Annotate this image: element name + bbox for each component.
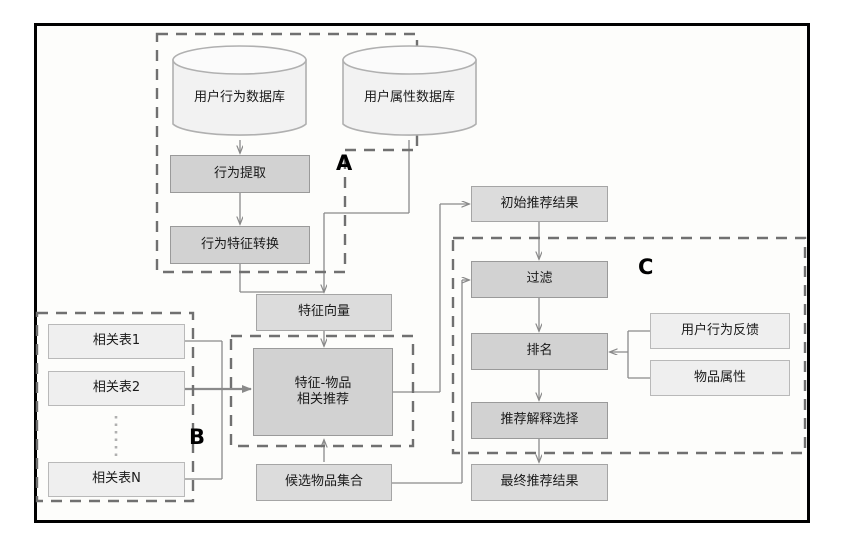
node-label: 相关表2	[92, 380, 141, 396]
node-label: 相关表N	[92, 471, 141, 487]
database-label: 用户属性数据库	[363, 90, 455, 105]
group-label-b: B	[189, 425, 206, 449]
group-label-a: A	[336, 151, 353, 175]
node-item-attribute[interactable]: 物品属性	[650, 360, 790, 396]
database-icon-user-behavior: 用户行为数据库	[171, 44, 308, 140]
node-filter[interactable]: 过滤	[471, 261, 608, 298]
node-feature-vector[interactable]: 特征向量	[256, 294, 392, 331]
node-label: 行为提取	[213, 165, 266, 181]
node-label: 推荐解释选择	[500, 412, 579, 428]
node-label: 行为特征转换	[200, 236, 279, 252]
node-related-table-1[interactable]: 相关表1	[48, 324, 185, 359]
node-label: 排名	[526, 343, 553, 359]
node-user-behavior-feedback[interactable]: 用户行为反馈	[650, 313, 790, 349]
node-ranking[interactable]: 排名	[471, 333, 608, 370]
node-final-recommendation-result[interactable]: 最终推荐结果	[471, 464, 608, 501]
node-label: 候选物品集合	[284, 474, 363, 490]
database-label: 用户行为数据库	[193, 90, 285, 105]
node-related-table-n[interactable]: 相关表N	[48, 462, 185, 497]
node-label: 过滤	[526, 271, 553, 287]
node-label: 相关表1	[92, 333, 141, 349]
node-recommendation-explanation-selection[interactable]: 推荐解释选择	[471, 402, 608, 439]
node-feature-item-recommendation[interactable]: 特征-物品 相关推荐	[253, 348, 393, 436]
node-candidate-item-set[interactable]: 候选物品集合	[256, 464, 392, 501]
node-label: 特征-物品 相关推荐	[294, 375, 352, 407]
node-label: 用户行为反馈	[680, 322, 759, 338]
node-behavior-feature-transform[interactable]: 行为特征转换	[170, 226, 310, 264]
node-label: 最终推荐结果	[500, 474, 579, 490]
group-label-c: C	[638, 255, 654, 279]
database-icon-user-attribute: 用户属性数据库	[341, 44, 478, 140]
node-related-table-2[interactable]: 相关表2	[48, 371, 185, 406]
node-behavior-extraction[interactable]: 行为提取	[170, 155, 310, 193]
node-label: 特征向量	[297, 304, 350, 320]
node-initial-recommendation-result[interactable]: 初始推荐结果	[471, 186, 608, 222]
node-label: 物品属性	[693, 369, 746, 385]
node-label: 初始推荐结果	[500, 195, 579, 211]
